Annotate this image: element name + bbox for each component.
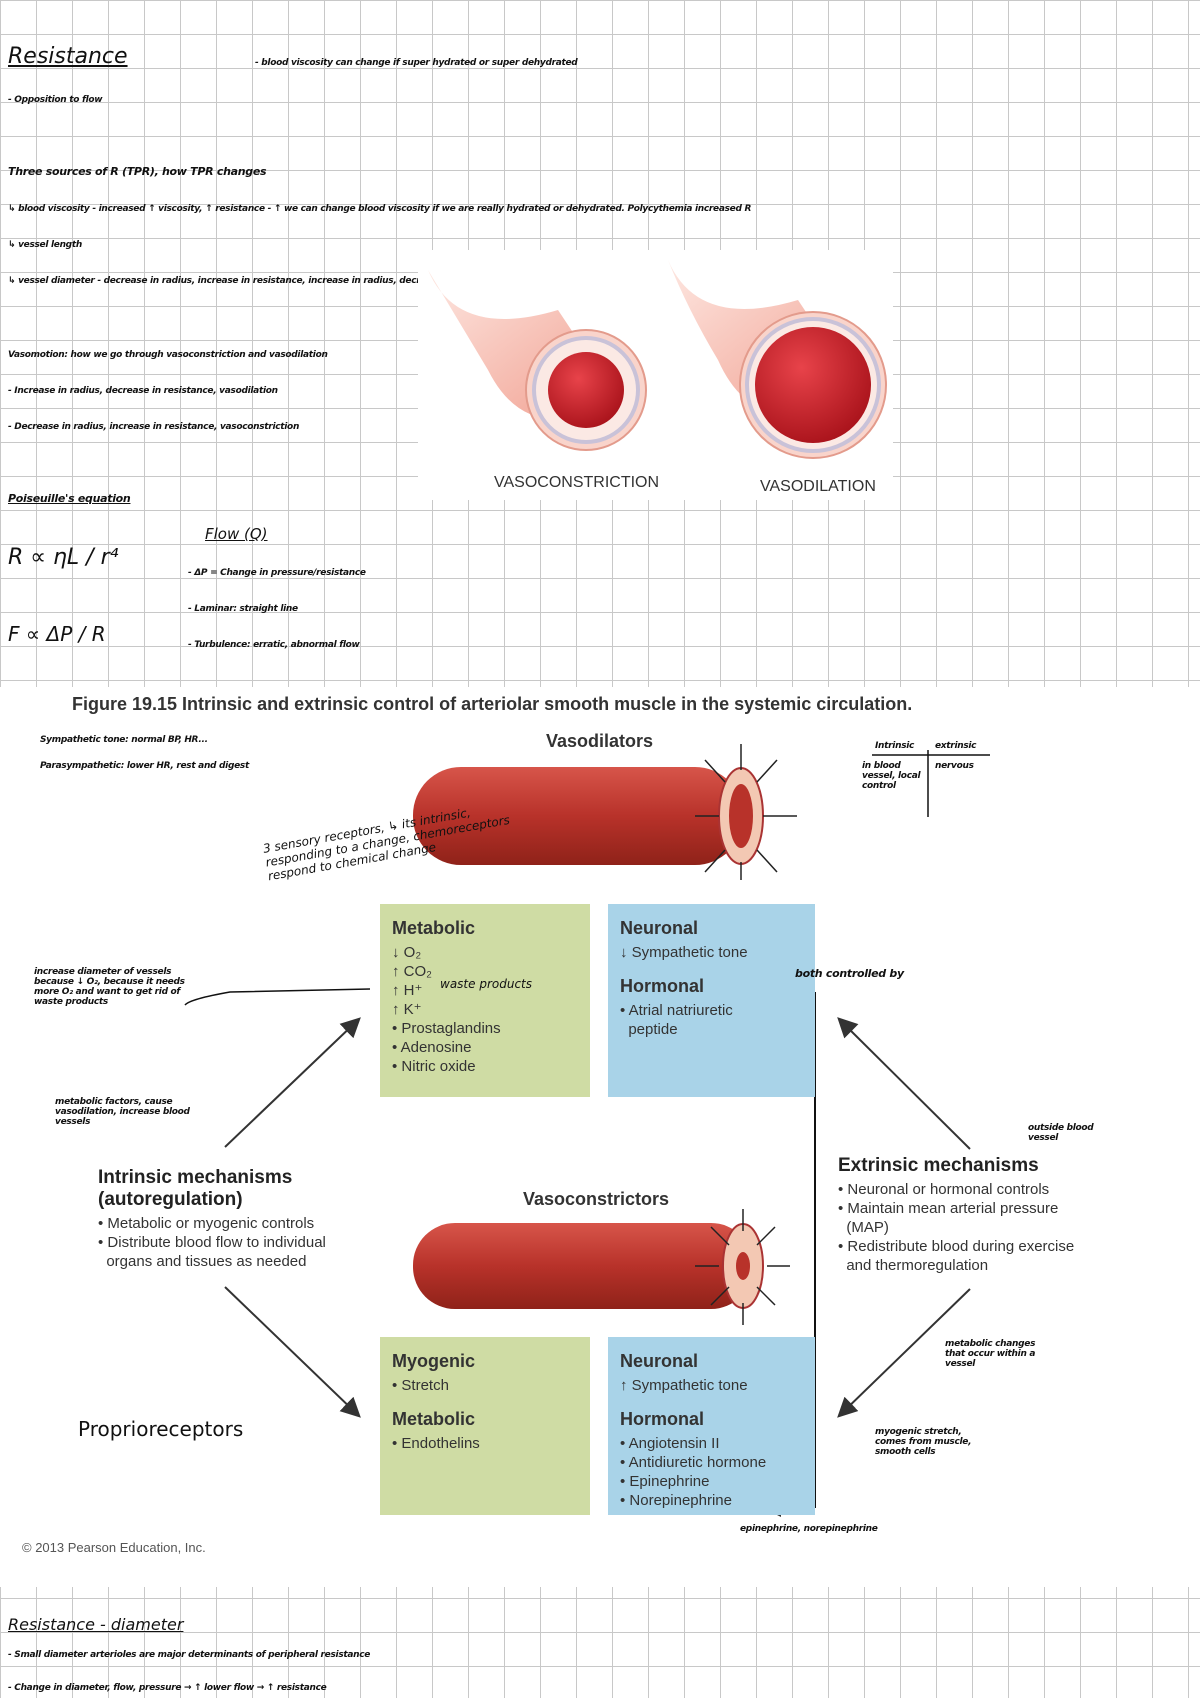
flow-equation: F ∝ ΔP / R xyxy=(8,622,106,646)
intrinsic-item: • Metabolic or myogenic controls xyxy=(98,1215,315,1232)
constrictor-myogenic-item: • Stretch xyxy=(392,1377,449,1394)
constrictor-metabolic-title: Metabolic xyxy=(392,1409,476,1429)
vasoconstriction-vessel xyxy=(428,270,647,451)
vessel-illustration: VASOCONSTRICTION VASODILATION xyxy=(418,250,893,500)
constrictor-metabolic-item: • Endothelins xyxy=(392,1435,480,1452)
vasoconstrictor-vessel-drawing xyxy=(413,1209,790,1325)
intrinsic-title: Intrinsic mechanisms xyxy=(98,1167,293,1188)
constrictor-myogenic-title: Myogenic xyxy=(392,1351,476,1371)
vasodilators-label: Vasodilators xyxy=(546,731,654,751)
source-diameter: ↳ vessel diameter - decrease in radius, … xyxy=(8,276,507,286)
note-sympathetic: Sympathetic tone: normal BP, HR... xyxy=(40,735,208,745)
resistance-diameter-heading: Resistance - diameter xyxy=(8,1615,184,1634)
note-table-head-intrinsic: Intrinsic xyxy=(875,741,915,751)
viscosity-side-note: - blood viscosity can change if super hy… xyxy=(255,58,578,68)
dilator-neuronal-item: ↓ Sympathetic tone xyxy=(620,944,748,961)
constrictor-hormonal-title: Hormonal xyxy=(620,1409,705,1429)
extrinsic-title: Extrinsic mechanisms xyxy=(838,1155,1039,1176)
flow-title: Flow (Q) xyxy=(205,525,268,543)
vasomotion-item-1: - Increase in radius, decrease in resist… xyxy=(8,386,278,396)
constrictor-hormonal-item: • Norepinephrine xyxy=(620,1492,732,1509)
figure-panel: Figure 19.15 Intrinsic and extrinsic con… xyxy=(0,687,1200,1587)
note-waste-products: waste products xyxy=(440,977,532,991)
extrinsic-item: • Maintain mean arterial pressure xyxy=(838,1200,1059,1217)
note-both-controlled: both controlled by xyxy=(795,967,904,980)
poiseuille-title: Poiseuille's equation xyxy=(8,492,131,505)
dilator-metabolic-item: • Adenosine xyxy=(392,1039,472,1056)
intrinsic-mechanisms: Intrinsic mechanisms (autoregulation) • … xyxy=(98,1167,398,1271)
constrictor-hormonal-item: • Angiotensin II xyxy=(620,1435,720,1452)
constrictor-hormonal-item: • Antidiuretic hormone xyxy=(620,1454,767,1471)
vessel-drawing xyxy=(428,260,887,459)
resistance-heading: Resistance xyxy=(8,44,128,69)
flow-item-3: - Turbulence: erratic, abnormal flow xyxy=(188,640,360,650)
constrictor-myogenic-metabolic-box: Myogenic • Stretch Metabolic • Endotheli… xyxy=(380,1337,590,1515)
vasodilation-label: VASODILATION xyxy=(760,478,876,495)
note-epinephrine: epinephrine, norepinephrine xyxy=(740,1524,878,1534)
flow-item-2: - Laminar: straight line xyxy=(188,604,298,614)
extrinsic-mechanisms: Extrinsic mechanisms • Neuronal or hormo… xyxy=(838,1155,1138,1275)
vasomotion-title: Vasomotion: how we go through vasoconstr… xyxy=(8,350,328,360)
note-parasympathetic: Parasympathetic: lower HR, rest and dige… xyxy=(40,761,249,771)
dilator-metabolic-item: ↑ H⁺ xyxy=(392,982,423,999)
vasodilator-vessel-drawing xyxy=(413,744,797,880)
dilator-metabolic-item: ↑ CO₂ xyxy=(392,963,432,980)
extrinsic-item: and thermoregulation xyxy=(838,1257,989,1274)
dilator-hormonal-item: • Atrial natriuretic xyxy=(620,1002,733,1019)
intrinsic-item: organs and tissues as needed xyxy=(98,1253,307,1270)
note-table-cell-nervous: nervous xyxy=(935,761,974,771)
extrinsic-item: (MAP) xyxy=(838,1219,889,1236)
note-outside-vessel: outside blood vessel xyxy=(1028,1123,1094,1143)
intrinsic-subtitle: (autoregulation) xyxy=(98,1189,243,1210)
note-myogenic-stretch: myogenic stretch, comes from muscle, smo… xyxy=(875,1427,972,1457)
resistance-definition: - Opposition to flow xyxy=(8,95,103,105)
dilator-metabolic-item: • Prostaglandins xyxy=(392,1020,501,1037)
poiseuille-equation: R ∝ ηL / r⁴ xyxy=(8,545,119,570)
note-metabolic-factors: metabolic factors, cause vasodilation, i… xyxy=(55,1097,190,1127)
note-proprioreceptors: Proprioreceptors xyxy=(78,1417,244,1441)
constrictor-neuronal-item: ↑ Sympathetic tone xyxy=(620,1377,748,1394)
vasomotion-item-2: - Decrease in radius, increase in resist… xyxy=(8,422,300,432)
vasodilation-vessel xyxy=(668,260,887,459)
dilator-metabolic-item: • Nitric oxide xyxy=(392,1058,476,1075)
dilator-neuronal-title: Neuronal xyxy=(620,918,699,938)
source-viscosity: ↳ blood viscosity - increased ↑ viscosit… xyxy=(8,204,752,214)
dilator-hormonal-title: Hormonal xyxy=(620,976,705,996)
diameter-note-1: - Small diameter arterioles are major de… xyxy=(8,1650,371,1660)
note-metabolic-changes: metabolic changes that occur within a ve… xyxy=(945,1339,1036,1369)
sources-title: Three sources of R (TPR), how TPR change… xyxy=(8,165,267,178)
figure-caption: Figure 19.15 Intrinsic and extrinsic con… xyxy=(72,694,913,714)
source-length: ↳ vessel length xyxy=(8,240,82,250)
extrinsic-item: • Neuronal or hormonal controls xyxy=(838,1181,1050,1198)
copyright: © 2013 Pearson Education, Inc. xyxy=(22,1540,206,1555)
dilator-metabolic-item: ↓ O₂ xyxy=(392,944,422,961)
dilator-neuronal-hormonal-box: Neuronal ↓ Sympathetic tone Hormonal • A… xyxy=(608,904,815,1097)
diameter-note-2: - Change in diameter, flow, pressure → ↑… xyxy=(8,1683,327,1693)
dilator-metabolic-item: ↑ K⁺ xyxy=(392,1001,422,1018)
vasoconstrictors-label: Vasoconstrictors xyxy=(523,1189,670,1209)
dilator-metabolic-box: Metabolic ↓ O₂ ↑ CO₂ ↑ H⁺ ↑ K⁺ • Prostag… xyxy=(380,904,590,1097)
dilator-hormonal-item: peptide xyxy=(620,1021,678,1038)
note-table-cell-local: in blood vessel, local control xyxy=(862,761,921,791)
constrictor-neuronal-hormonal-box: Neuronal ↑ Sympathetic tone Hormonal • A… xyxy=(608,1337,815,1515)
dilator-metabolic-title: Metabolic xyxy=(392,918,476,938)
constrictor-neuronal-title: Neuronal xyxy=(620,1351,699,1371)
intrinsic-item: • Distribute blood flow to individual xyxy=(98,1234,326,1251)
vasoconstriction-label: VASOCONSTRICTION xyxy=(494,474,660,491)
constrictor-hormonal-item: • Epinephrine xyxy=(620,1473,710,1490)
note-increase-diameter: increase diameter of vessels because ↓ O… xyxy=(34,967,185,1007)
note-table-head-extrinsic: extrinsic xyxy=(935,741,977,751)
flow-item-1: - ΔP = Change in pressure/resistance xyxy=(188,568,366,578)
extrinsic-item: • Redistribute blood during exercise xyxy=(838,1238,1075,1255)
